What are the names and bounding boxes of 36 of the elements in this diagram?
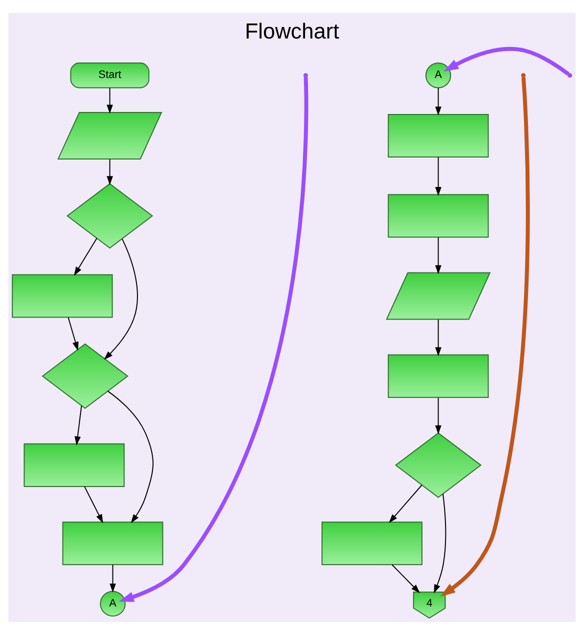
arrow xyxy=(392,564,420,594)
node-box xyxy=(62,522,164,566)
arrow xyxy=(435,397,442,434)
diagram-title: Flowchart xyxy=(244,18,340,44)
node-parallelogram xyxy=(386,272,491,320)
node-box: Start xyxy=(70,62,150,88)
node-circle: A xyxy=(100,590,126,617)
arrow xyxy=(110,564,116,593)
arrow xyxy=(106,158,113,186)
node-box xyxy=(24,443,125,487)
arrow xyxy=(68,317,79,351)
arrow xyxy=(107,390,154,524)
arrow xyxy=(435,319,442,356)
node-box xyxy=(12,274,113,318)
arrow xyxy=(84,486,104,524)
node-box xyxy=(388,114,489,158)
arrow xyxy=(388,484,422,523)
node-box xyxy=(388,354,489,398)
arrow xyxy=(74,238,98,276)
node-box xyxy=(322,522,422,566)
node-diamond xyxy=(42,343,128,409)
arrow xyxy=(106,87,113,114)
arrow xyxy=(435,236,442,274)
arrow xyxy=(118,77,308,602)
arrow xyxy=(444,46,570,76)
node-box xyxy=(388,194,489,238)
arrow xyxy=(74,405,82,446)
node-diamond xyxy=(394,432,482,498)
arrow xyxy=(435,156,442,196)
arrow xyxy=(104,238,138,360)
arrow xyxy=(440,77,530,597)
arrow xyxy=(435,87,442,116)
node-diamond xyxy=(66,183,154,249)
node-parallelogram xyxy=(57,112,162,160)
arrow xyxy=(434,493,446,594)
node-circle: A xyxy=(425,62,452,88)
